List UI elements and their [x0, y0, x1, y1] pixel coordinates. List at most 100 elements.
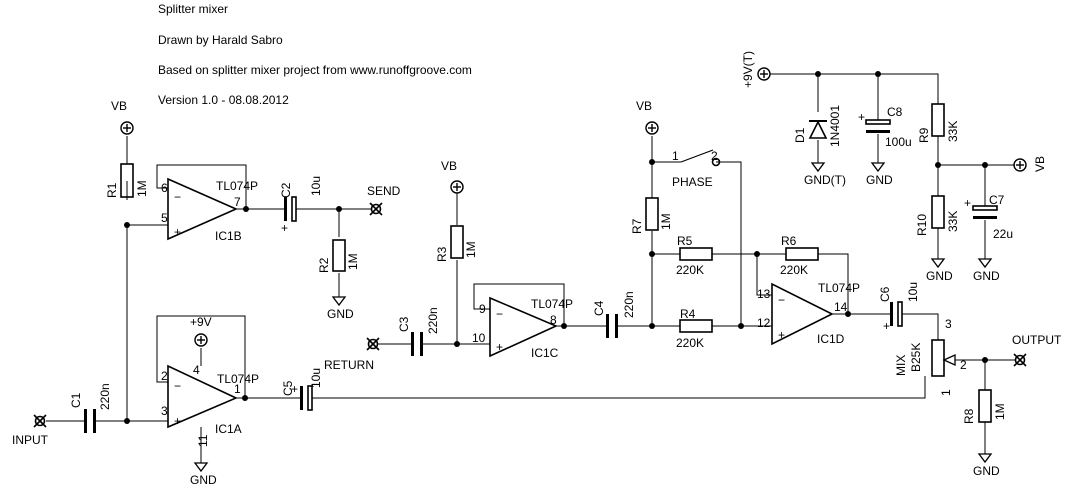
resistor-r1: R1 1M	[105, 163, 149, 198]
phase-switch-pin1: 1	[672, 149, 679, 163]
output-label: OUTPUT	[1012, 333, 1062, 347]
capacitor-c6: + C6 10u	[878, 282, 920, 333]
r6-label: R6	[781, 234, 797, 248]
gnd-label-r8: GND	[973, 464, 1000, 478]
r2-label: R2	[317, 257, 331, 273]
gnd-label-ic1a: GND	[190, 473, 217, 487]
output-connector: OUTPUT	[1012, 333, 1062, 367]
vb-label-divider: VB	[1033, 156, 1047, 172]
ic1b-part: TL074P	[216, 179, 258, 193]
r4-value: 220K	[676, 336, 704, 350]
c1-value: 220n	[98, 383, 112, 410]
capacitor-c5: + C5 10u	[281, 368, 323, 411]
r3-label: R3	[435, 246, 449, 262]
ic1c-pin-minus: 9	[479, 302, 486, 316]
input-connector: INPUT	[12, 414, 49, 447]
r2-value: 1M	[346, 253, 360, 270]
ic1a-part: TL074P	[217, 372, 259, 386]
resistor-r8: R8 1M	[962, 389, 1007, 424]
ground-d1: GND(T)	[804, 162, 846, 187]
c6-value: 10u	[906, 282, 920, 302]
vb-supply-r7: VB	[636, 99, 659, 135]
mix-pot-pin2: 2	[960, 358, 967, 372]
wires	[46, 73, 1015, 463]
c8-polarity: +	[858, 110, 865, 124]
return-label: RETURN	[324, 358, 374, 372]
resistor-r10: R10 33K	[915, 195, 960, 236]
resistor-r4: R4 220K	[676, 307, 713, 350]
ic1c-pin-out: 8	[550, 313, 557, 327]
mix-pot-label: MIX	[894, 355, 908, 376]
ground-c7: GND	[973, 258, 1000, 283]
ic1d-pin-out: 14	[834, 300, 848, 314]
ic1a-pin-plus: 3	[161, 404, 168, 418]
ground-r2: GND	[327, 296, 354, 321]
r1-value: 1M	[135, 180, 149, 197]
return-connector: RETURN	[324, 337, 380, 372]
input-label: INPUT	[12, 433, 49, 447]
capacitor-c1: C1 220n	[69, 383, 112, 433]
c2-polarity: +	[281, 221, 288, 235]
ic1c-minus-sign: −	[496, 307, 503, 321]
ic1b-pin-plus: 5	[161, 211, 168, 225]
ic1a-label: IC1A	[215, 422, 242, 436]
c6-polarity: +	[883, 319, 890, 333]
c5-value: 10u	[309, 368, 323, 388]
r5-label: R5	[677, 234, 693, 248]
ic1c-label: IC1C	[531, 346, 559, 360]
ic1a-pin-gnd: 11	[196, 434, 210, 447]
r7-value: 1M	[659, 213, 673, 230]
phase-switch-label: PHASE	[672, 175, 713, 189]
capacitor-c2: + C2 10u	[279, 176, 323, 235]
ic1c-pin-plus: 10	[472, 331, 486, 345]
schematic-title: Splitter mixer	[158, 2, 229, 16]
c4-value: 220n	[622, 291, 636, 318]
p9v-t-supply: +9V(T)	[741, 51, 771, 88]
r7-label: R7	[630, 218, 644, 234]
ic1b-pin-out: 7	[234, 195, 241, 209]
d1-part: 1N4001	[828, 105, 842, 147]
gnd-label-c7: GND	[973, 269, 1000, 283]
ic1b-pin-minus: 6	[161, 181, 168, 195]
ic1d-plus-sign: +	[778, 328, 785, 342]
resistor-r3: R3 1M	[435, 225, 478, 262]
send-label: SEND	[367, 184, 401, 198]
r5-value: 220K	[676, 263, 704, 277]
mix-pot-pin1: 1	[939, 389, 953, 396]
p9v-label: +9V	[190, 315, 212, 329]
r4-label: R4	[680, 307, 696, 321]
gnd-t-label: GND(T)	[804, 173, 846, 187]
opamp-ic1d: − + 13 12 14 TL074P IC1D	[757, 281, 860, 346]
ic1d-pin-plus: 12	[757, 316, 771, 330]
mix-pot-pin3: 3	[945, 317, 952, 331]
ic1d-minus-sign: −	[778, 293, 785, 307]
r8-value: 1M	[993, 403, 1007, 420]
ic1c-part: TL074P	[531, 297, 573, 311]
c7-label: C7	[989, 193, 1005, 207]
ic1b-label: IC1B	[215, 229, 242, 243]
resistor-r7: R7 1M	[630, 197, 673, 234]
gnd-label-r2: GND	[327, 307, 354, 321]
resistor-r5: R5 220K	[676, 234, 713, 277]
mix-pot-value: B25K	[909, 343, 923, 372]
vb-label-r7: VB	[636, 99, 652, 113]
ic1d-label: IC1D	[817, 332, 845, 346]
junctions	[124, 71, 988, 424]
c1-label: C1	[69, 392, 83, 408]
c2-value: 10u	[309, 176, 323, 196]
ic1b-minus-sign: −	[174, 190, 181, 204]
c3-label: C3	[397, 316, 411, 332]
c5-polarity: +	[291, 382, 298, 396]
c2-label: C2	[279, 182, 293, 198]
send-connector: SEND	[367, 184, 401, 216]
c4-label: C4	[592, 300, 606, 316]
ground-r10: GND	[926, 258, 953, 283]
c6-label: C6	[878, 286, 892, 302]
opamp-ic1b: − + 6 5 7 TL074P IC1B	[161, 177, 258, 243]
c3-value: 220n	[426, 307, 440, 334]
r1-label: R1	[105, 182, 119, 198]
schematic-version: Version 1.0 - 08.08.2012	[158, 93, 289, 107]
capacitor-c8: + C8 100u	[858, 105, 912, 149]
d1-label: D1	[793, 127, 807, 143]
r10-label: R10	[915, 214, 929, 236]
